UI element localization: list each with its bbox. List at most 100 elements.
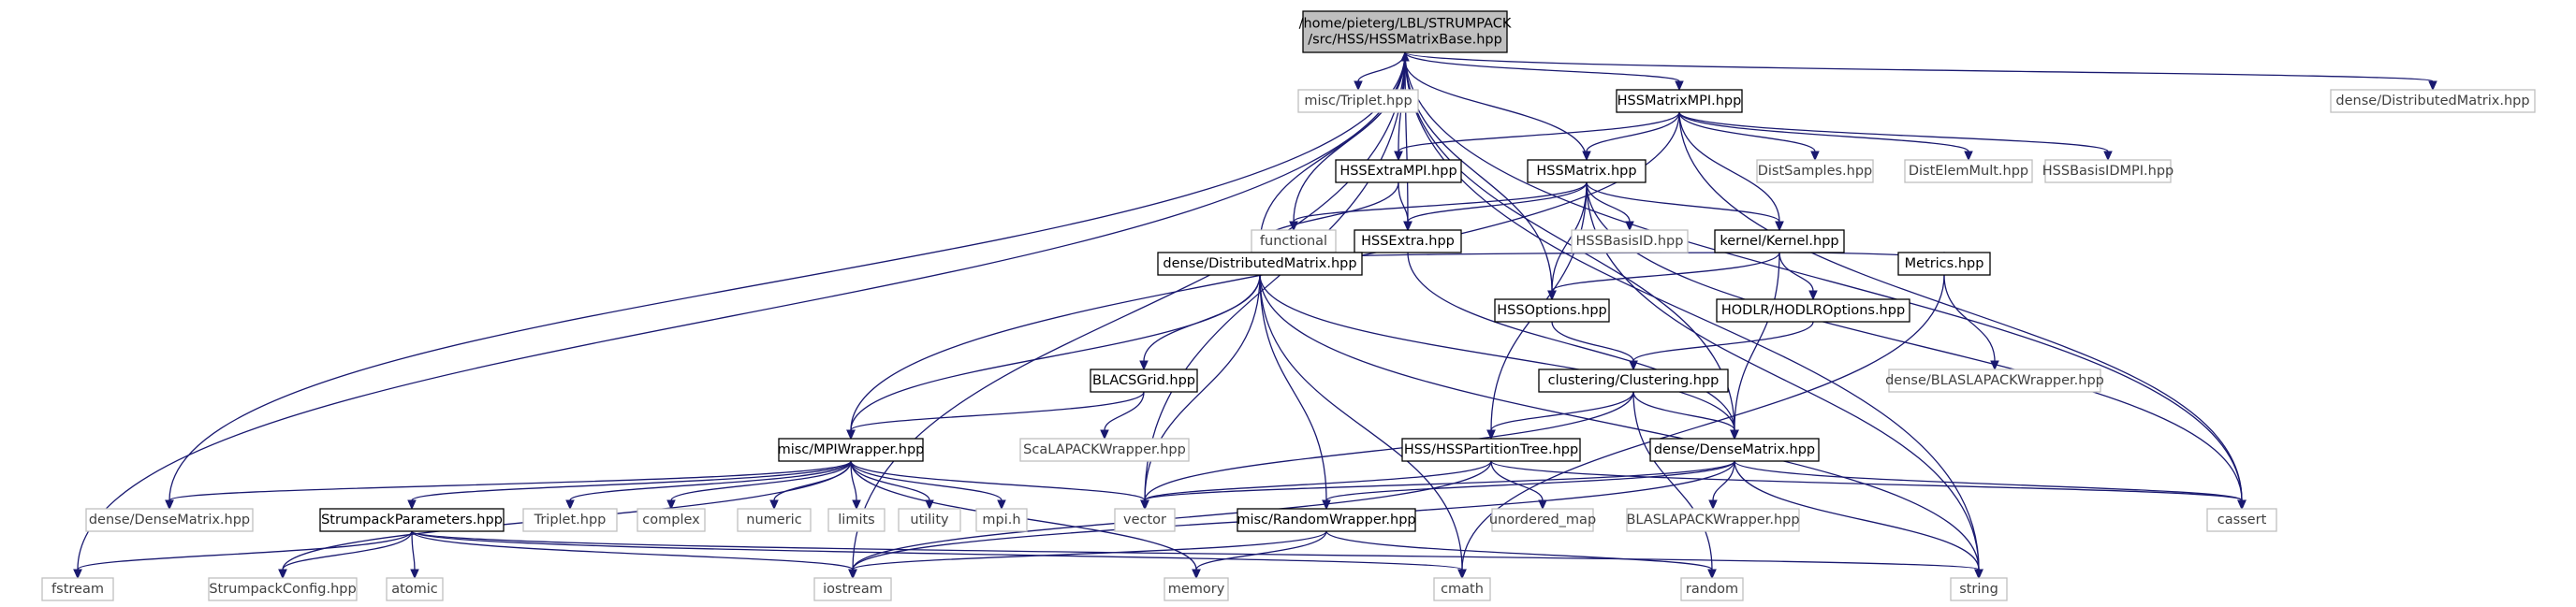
node-box	[1114, 508, 1176, 532]
edge-mpiwrapper-to-utility	[850, 460, 934, 511]
node-label: misc/RandomWrapper.hpp	[1237, 513, 1415, 528]
node-box	[1302, 10, 1508, 53]
node-densematrix-ext: dense/DenseMatrix.hpp	[85, 508, 254, 532]
node-box	[637, 508, 706, 532]
node-box	[737, 508, 812, 532]
edge-clustering-to-hsspart	[1486, 391, 1634, 441]
edge-densedist-to-cmath	[1259, 274, 1467, 580]
edge-strumparams-to-cmath	[411, 530, 1467, 580]
edges-layer	[73, 51, 2437, 580]
node-limits: limits	[827, 508, 886, 532]
node-label: clustering/Clustering.hpp	[1548, 373, 1720, 388]
node-label: dense/DenseMatrix.hpp	[89, 513, 250, 528]
node-mpiwrapper[interactable]: misc/MPIWrapper.hpp	[778, 438, 925, 462]
nodes-layer: /home/pieterg/LBL/STRUMPACK/src/HSS/HSSM…	[41, 10, 2536, 601]
node-label: kernel/Kernel.hpp	[1720, 234, 1838, 249]
node-clustering[interactable]: clustering/Clustering.hpp	[1538, 369, 1729, 393]
edge-metrics-to-blaslapackwrap_dense	[1943, 274, 1999, 371]
node-root[interactable]: /home/pieterg/LBL/STRUMPACK/src/HSS/HSSM…	[1299, 10, 1512, 53]
edge-hssmatrixmpi-to-distelemmult	[1678, 111, 1973, 162]
node-label: dense/BLASLAPACKWrapper.hpp	[1885, 373, 2104, 388]
node-box	[1354, 229, 1462, 253]
node-label: dense/DistributedMatrix.hpp	[1163, 256, 1356, 271]
node-randomwrap[interactable]: misc/RandomWrapper.hpp	[1237, 508, 1416, 532]
node-hsspart[interactable]: HSS/HSSPartitionTree.hpp	[1401, 438, 1581, 462]
node-triplet: Triplet.hpp	[522, 508, 618, 532]
node-label: /src/HSS/HSSMatrixBase.hpp	[1308, 33, 1502, 48]
node-label: BLASLAPACKWrapper.hpp	[1626, 513, 1799, 528]
node-cassert: cassert	[2206, 508, 2277, 532]
node-hssextra[interactable]: HSSExtra.hpp	[1354, 229, 1462, 253]
node-atomic: atomic	[386, 577, 444, 601]
node-label: HSSBasisID.hpp	[1576, 234, 1684, 249]
node-label: utility	[910, 513, 949, 528]
edge-densematrix-to-randomwrap	[1322, 460, 1735, 511]
node-box	[2044, 159, 2172, 183]
edge-strumparams-to-fstream	[73, 530, 413, 580]
node-box	[1237, 508, 1416, 532]
node-hssoptions[interactable]: HSSOptions.hpp	[1494, 298, 1610, 323]
edge-strumparams-to-strumconfig	[278, 530, 413, 580]
node-label: StrumpackParameters.hpp	[321, 513, 503, 528]
edge-root-to-triplet_misc	[1354, 51, 1406, 92]
node-box	[1494, 298, 1610, 323]
node-random: random	[1680, 577, 1744, 601]
node-label: HSSExtra.hpp	[1361, 234, 1455, 249]
node-triplet-misc: misc/Triplet.hpp	[1297, 89, 1419, 113]
node-box	[1626, 508, 1800, 532]
node-box	[2206, 508, 2277, 532]
node-hssextrampi[interactable]: HSSExtraMPI.hpp	[1335, 159, 1462, 183]
node-box	[778, 438, 924, 462]
node-densedist[interactable]: dense/DistributedMatrix.hpp	[1157, 252, 1363, 276]
node-label: DistSamples.hpp	[1758, 164, 1873, 179]
edge-strumparams-to-iostream	[411, 530, 857, 580]
edge-blacsgrid-to-scalapack	[1100, 391, 1145, 441]
node-box	[1714, 229, 1845, 253]
node-label: ScaLAPACKWrapper.hpp	[1023, 442, 1186, 457]
edge-hssmatrix-to-kernel	[1586, 181, 1784, 232]
node-box	[319, 508, 505, 532]
node-blacsgrid[interactable]: BLACSGrid.hpp	[1090, 369, 1198, 393]
node-box	[1164, 577, 1229, 601]
node-label: misc/MPIWrapper.hpp	[778, 442, 925, 457]
node-numeric: numeric	[737, 508, 812, 532]
node-metrics[interactable]: Metrics.hpp	[1897, 252, 1991, 276]
edge-kernel-to-hodlropts	[1778, 252, 1818, 301]
node-box	[1527, 159, 1647, 183]
node-hodlropts[interactable]: HODLR/HODLROptions.hpp	[1716, 298, 1910, 323]
node-box	[1616, 89, 1743, 113]
node-string: string	[1950, 577, 2008, 601]
node-label: unordered_map	[1489, 513, 1596, 528]
node-label: HSSExtraMPI.hpp	[1339, 164, 1456, 179]
node-hssmatrix[interactable]: HSSMatrix.hpp	[1527, 159, 1647, 183]
node-strumparams[interactable]: StrumpackParameters.hpp	[319, 508, 505, 532]
node-iostream: iostream	[813, 577, 892, 601]
node-box	[1649, 438, 1820, 462]
node-box	[208, 577, 358, 601]
edge-root-to-dense_dist_ext	[1404, 51, 2437, 92]
node-label: memory	[1168, 582, 1225, 597]
node-label: numeric	[746, 513, 801, 528]
node-box	[522, 508, 618, 532]
node-label: cmath	[1441, 582, 1484, 597]
node-label: HSSMatrixMPI.hpp	[1617, 94, 1742, 108]
node-box	[1491, 508, 1594, 532]
edge-blacsgrid-to-mpiwrapper	[846, 391, 1145, 441]
node-densematrix[interactable]: dense/DenseMatrix.hpp	[1649, 438, 1820, 462]
edge-randomwrap-to-random	[1325, 530, 1717, 580]
node-box	[1251, 229, 1337, 253]
edge-mpiwrapper-to-limits	[850, 460, 861, 511]
node-mpih: mpi.h	[975, 508, 1028, 532]
node-kernel[interactable]: kernel/Kernel.hpp	[1714, 229, 1845, 253]
node-label: misc/Triplet.hpp	[1304, 94, 1412, 108]
node-label: complex	[642, 513, 700, 528]
node-memory: memory	[1164, 577, 1229, 601]
node-box	[1019, 438, 1190, 462]
node-label: Triplet.hpp	[534, 513, 607, 528]
edge-randomwrap-to-iostream	[848, 530, 1327, 580]
edge-hssoptions-to-clustering	[1551, 321, 1638, 371]
node-box	[2330, 89, 2536, 113]
edge-hssmatrix-to-functional	[1289, 181, 1588, 232]
node-hssmatrixmpi[interactable]: HSSMatrixMPI.hpp	[1616, 89, 1743, 113]
